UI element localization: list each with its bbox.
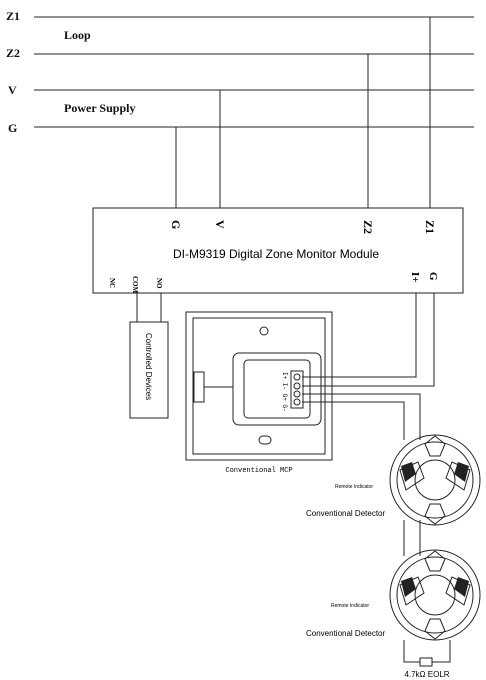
mcp-side-clip — [193, 371, 205, 403]
module-terminal-i-plus: I+ — [409, 272, 421, 283]
wire-eolr-b — [432, 640, 451, 663]
det2-caption: Conventional Detector — [306, 629, 385, 638]
eolr-resistor — [419, 657, 433, 667]
mcp-screw-bottom — [258, 435, 272, 445]
wire-eolr-a — [403, 640, 420, 663]
det1-bracket-left — [401, 462, 416, 482]
module-terminal-g-out: G — [427, 272, 439, 281]
mcp-pin-labels: I+ I- G+ G- — [281, 372, 288, 412]
mcp-plate — [243, 359, 311, 419]
mcp-inner-frame — [192, 317, 326, 455]
wire-i-plus — [302, 293, 417, 378]
det2-bracket-right — [454, 577, 469, 597]
module-terminal-v: V — [213, 220, 227, 229]
det1-bracket-right — [454, 462, 469, 482]
controlled-devices-box — [129, 321, 169, 419]
eolr-label: 4.7kΩ EOLR — [404, 670, 449, 679]
module-terminal-no: NO — [155, 278, 163, 289]
module-terminal-g: G — [169, 220, 183, 229]
bus-z2-label: Z2 — [6, 46, 21, 60]
det2-remote-indicator-label: Remote Indicator — [331, 603, 369, 609]
bus-v-label: V — [8, 83, 17, 97]
mcp-caption: Conventional MCP — [225, 467, 292, 475]
mcp-terminal-block — [290, 370, 304, 409]
mcp-backbox — [232, 352, 322, 426]
power-supply-label: Power Supply — [64, 101, 136, 115]
det1-remote-indicator-label: Remote Indicator — [335, 484, 373, 490]
mcp-terminal-2 — [293, 382, 301, 390]
mcp-terminal-4 — [293, 398, 301, 406]
mcp-terminal-1 — [293, 373, 301, 381]
det1-caption: Conventional Detector — [306, 509, 385, 518]
bus-g-label: G — [8, 121, 18, 135]
module-terminal-z1: Z1 — [423, 220, 437, 234]
module-title: DI-M9319 Digital Zone Monitor Module — [173, 247, 379, 261]
mcp-screw-top — [259, 326, 269, 336]
loop-label: Loop — [64, 28, 91, 42]
controlled-devices-label: Controlled Devices — [144, 333, 153, 400]
module-terminal-nc: NC — [108, 278, 116, 288]
module-terminal-z2: Z2 — [361, 220, 375, 234]
detector-1 — [389, 434, 481, 526]
bus-z1-label: Z1 — [6, 9, 21, 23]
mcp-terminal-3 — [293, 390, 301, 398]
mcp-frame — [185, 311, 333, 461]
wire-g-out — [302, 293, 435, 387]
module-box — [92, 207, 464, 294]
det2-bracket-left — [401, 577, 416, 597]
detector-2 — [389, 549, 481, 641]
module-terminal-com: COM — [131, 276, 139, 294]
wire-mcp-det1-a — [302, 393, 421, 440]
wire-mcp-det1-b — [302, 401, 405, 440]
